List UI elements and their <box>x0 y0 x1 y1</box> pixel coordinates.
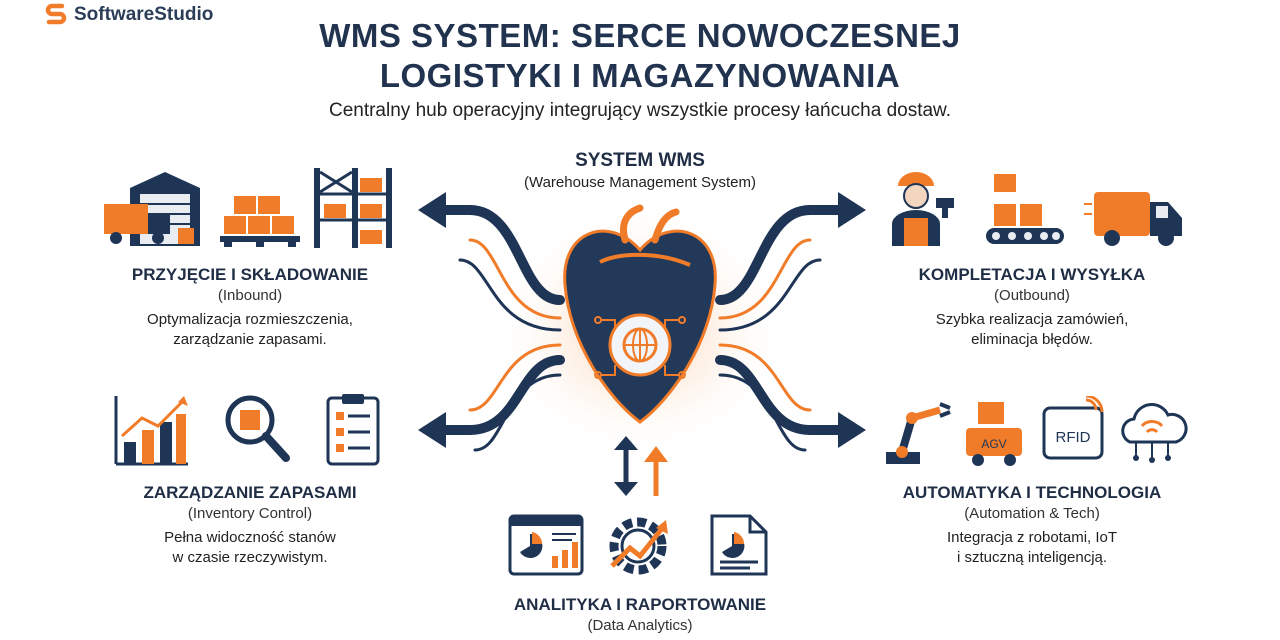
automation-section: AUTOMATYKA I TECHNOLOGIA (Automation & T… <box>872 482 1192 568</box>
analytics-icons <box>508 514 768 576</box>
center-subtitle: (Warehouse Management System) <box>523 174 757 191</box>
inbound-title: PRZYJĘCIE I SKŁADOWANIE <box>131 265 369 284</box>
brand-logo: SoftwareStudio <box>44 2 213 28</box>
report-document-icon <box>710 514 768 576</box>
page-title-line2: LOGISTYKI I MAGAZYNOWANIA <box>379 57 901 94</box>
arrow-to-inbound <box>418 192 565 332</box>
analytics-section: ANALITYKA I RAPORTOWANIE (Data Analytics… <box>480 594 800 636</box>
rfid-tag-icon: RFID <box>1042 396 1104 460</box>
automation-desc-line2: i sztuczną inteligencją. <box>956 549 1108 566</box>
heart-gear-globe-icon <box>563 204 717 424</box>
outbound-icons <box>892 172 1182 246</box>
outbound-section: KOMPLETACJA I WYSYŁKA (Outbound) Szybka … <box>872 264 1192 350</box>
cloud-network-icon <box>1121 403 1188 463</box>
automation-subtitle: (Automation & Tech) <box>964 505 1100 522</box>
conveyor-boxes-icon <box>986 174 1064 244</box>
inventory-icons <box>114 394 380 466</box>
arrow-to-outbound <box>715 192 866 332</box>
inbound-icons <box>104 168 392 248</box>
growth-chart-icon <box>114 396 188 466</box>
analytics-title: ANALITYKA I RAPORTOWANIE <box>513 595 767 614</box>
arrow-to-analytics <box>614 436 668 496</box>
shelving-rack-icon <box>314 168 392 248</box>
magnifier-box-icon <box>225 395 290 462</box>
checklist-clipboard-icon <box>326 394 380 466</box>
brand-name: SoftwareStudio <box>74 4 214 25</box>
outbound-desc-line2: eliminacja błędów. <box>971 331 1093 348</box>
automation-desc-line1: Integracja z robotami, IoT <box>946 529 1118 546</box>
outbound-subtitle: (Outbound) <box>994 287 1070 304</box>
agv-cart-icon: AGV <box>966 402 1022 466</box>
inbound-desc-line2: zarządzanie zapasami. <box>173 331 327 348</box>
gear-trend-icon <box>609 517 668 575</box>
outbound-desc-line1: Szybka realizacja zamówień, <box>935 311 1129 328</box>
s-logo-icon <box>45 3 67 25</box>
center-title: SYSTEM WMS <box>575 150 705 171</box>
automation-title: AUTOMATYKA I TECHNOLOGIA <box>902 483 1162 502</box>
inventory-subtitle: (Inventory Control) <box>187 505 313 522</box>
automation-icons: AGV RFID <box>886 396 1188 466</box>
worker-scanner-icon <box>892 172 954 246</box>
agv-label: AGV <box>981 437 1006 451</box>
arrow-to-inventory <box>418 343 565 452</box>
dashboard-icon <box>508 514 584 576</box>
inbound-desc-line1: Optymalizacja rozmieszczenia, <box>147 311 353 328</box>
pallet-boxes-icon <box>220 196 300 247</box>
outbound-title: KOMPLETACJA I WYSYŁKA <box>918 265 1146 284</box>
inbound-subtitle: (Inbound) <box>217 287 283 304</box>
truck-warehouse-icon <box>104 172 200 246</box>
page-subtitle: Centralny hub operacyjny integrujący wsz… <box>328 100 952 121</box>
inventory-desc-line2: w czasie rzeczywistym. <box>172 549 328 566</box>
analytics-subtitle: (Data Analytics) <box>587 617 693 634</box>
arrow-to-automation <box>715 343 866 452</box>
inventory-desc-line1: Pełna widoczność stanów <box>164 529 336 546</box>
page-title-line1: WMS SYSTEM: SERCE NOWOCZESNEJ <box>319 17 961 54</box>
inventory-title: ZARZĄDZANIE ZAPASAMI <box>143 483 357 502</box>
delivery-van-icon <box>1084 192 1182 246</box>
inventory-section: ZARZĄDZANIE ZAPASAMI (Inventory Control)… <box>90 482 410 568</box>
robot-arm-icon <box>886 402 951 464</box>
inbound-section: PRZYJĘCIE I SKŁADOWANIE (Inbound) Optyma… <box>90 264 410 350</box>
rfid-label: RFID <box>1056 429 1091 446</box>
